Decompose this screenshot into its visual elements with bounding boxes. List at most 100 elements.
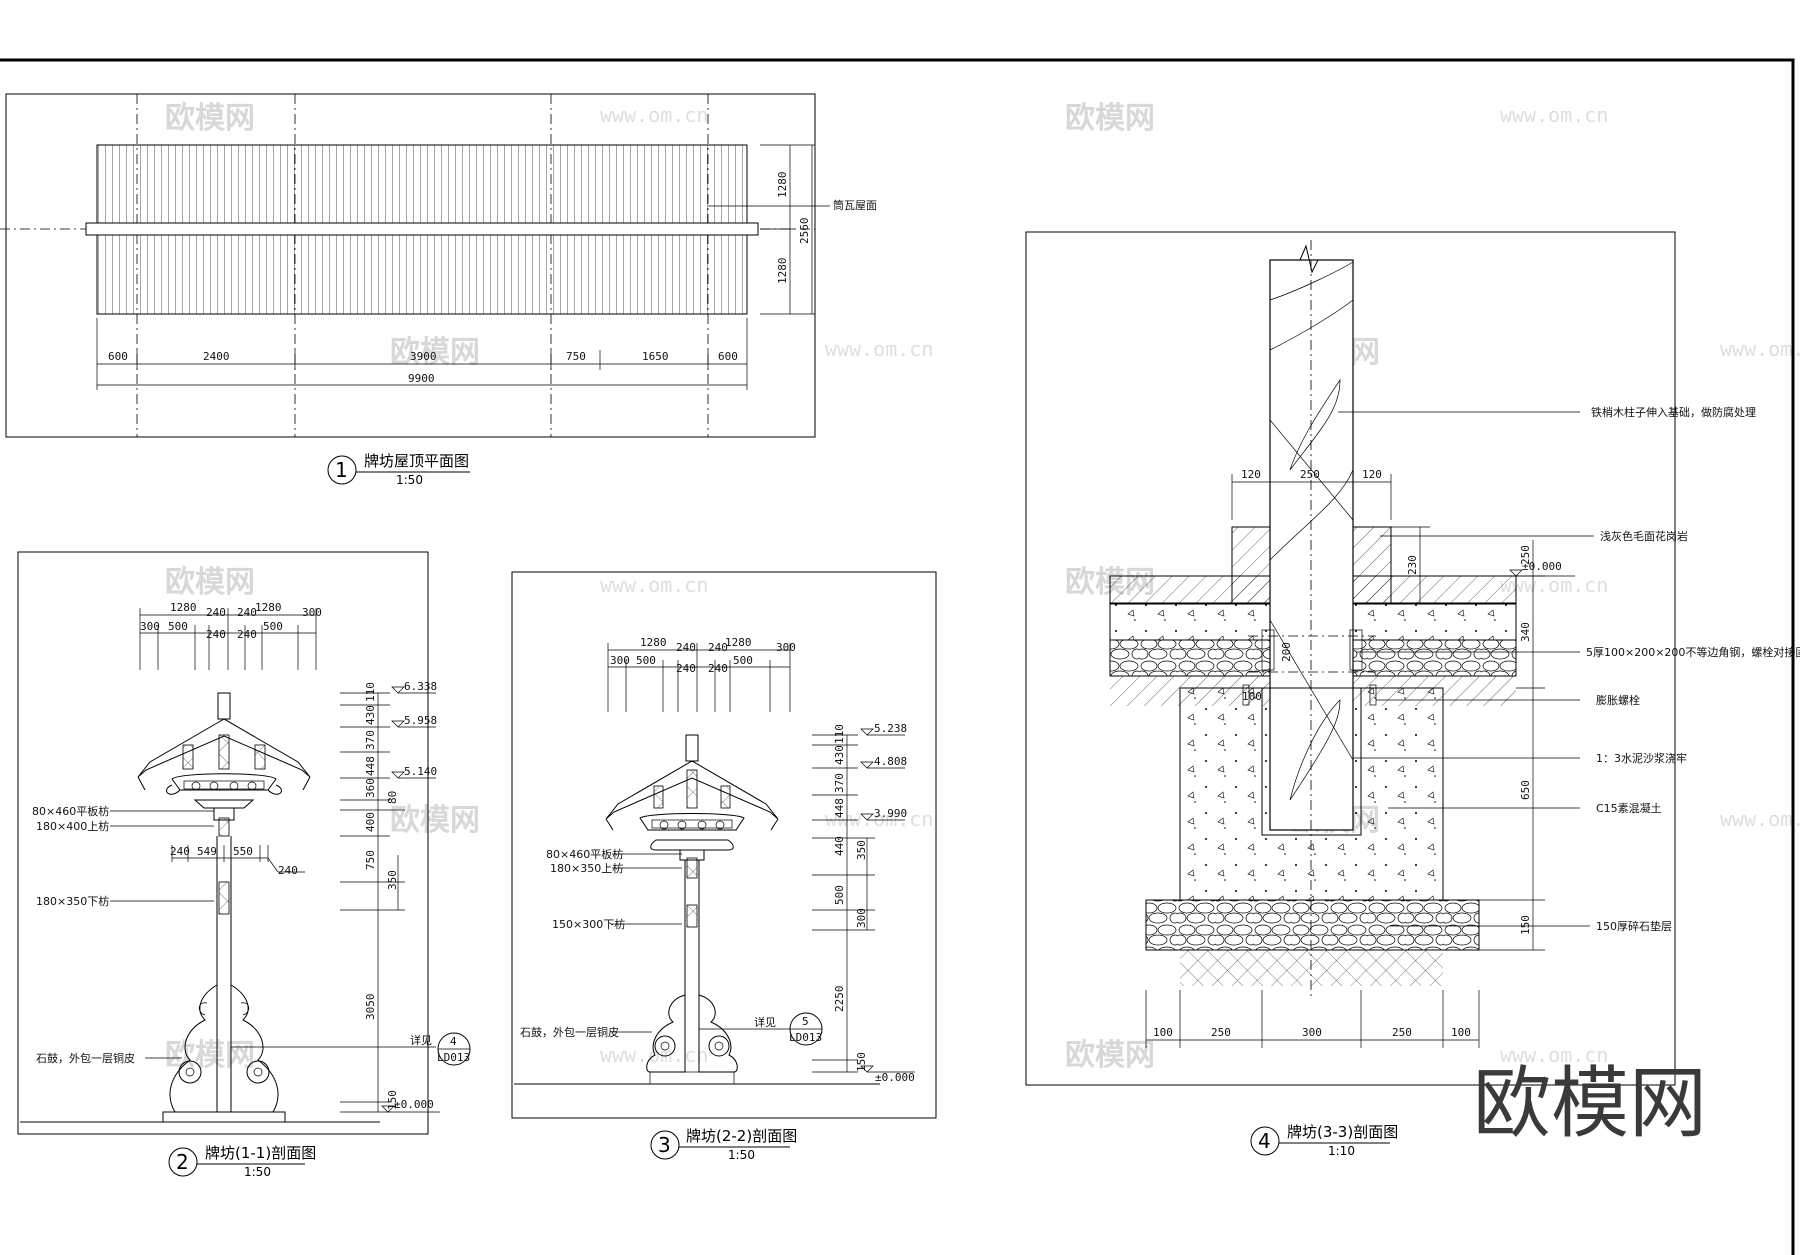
dim-text: 600 <box>108 350 128 363</box>
roof-ridge <box>85 222 759 236</box>
watermark-url: www.om.cn <box>825 337 933 361</box>
detail-ref-number: 5 <box>802 1015 809 1028</box>
level-mark: ±0.000 <box>1522 560 1562 573</box>
view-number-circle <box>168 1147 198 1177</box>
corner-watermark: 欧模网 <box>1473 1059 1707 1149</box>
dim-text: 1280 <box>725 636 752 649</box>
column-socket <box>1261 687 1362 836</box>
dim-text: 80 <box>386 791 399 804</box>
dim-text: 430 <box>364 705 377 725</box>
dim-text: 240 <box>170 845 190 858</box>
watermark-brand: 欧模网 <box>1065 101 1155 136</box>
view-scale: 1:10 <box>1328 1144 1355 1158</box>
callout-label: 膨胀螺栓 <box>1596 693 1640 707</box>
dim-text: 350 <box>386 870 399 890</box>
dim-text: 240 <box>278 864 298 877</box>
dim-text: 350 <box>855 840 868 860</box>
dim-text: 750 <box>566 350 586 363</box>
compacted-soil <box>1180 950 1443 986</box>
dim-text: 100 <box>1451 1026 1471 1039</box>
dim-text: 240 <box>676 662 696 675</box>
dim-text: 400 <box>364 812 377 832</box>
dim-text: 240 <box>206 628 226 641</box>
level-mark: 3.990 <box>874 807 907 820</box>
callout-label: 1：3水泥沙浆浇牢 <box>1596 751 1687 765</box>
detail-ref-label: 详见 <box>754 1015 776 1029</box>
label: 石鼓，外包一层铜皮 <box>36 1051 135 1065</box>
dim-text: 300 <box>1302 1026 1322 1039</box>
watermark-brand: 欧模网 <box>165 565 255 600</box>
dim-text: 240 <box>676 641 696 654</box>
dim-text: 240 <box>237 606 257 619</box>
dim-text: 120 <box>1241 468 1261 481</box>
view-number: 1 <box>335 458 348 482</box>
dim-text: 300 <box>776 641 796 654</box>
callout-label: 5厚100×200×200不等边角钢，螺栓对接固定 <box>1586 645 1800 659</box>
view-number: 4 <box>1258 1129 1271 1153</box>
granite-block-left <box>1231 526 1271 605</box>
callout-label: C15素混凝土 <box>1596 801 1662 815</box>
dim-text: 549 <box>197 845 217 858</box>
dim-text: 1280 <box>255 601 282 614</box>
detail-ref-sheet: LD013 <box>789 1031 822 1044</box>
level-mark: 4.808 <box>874 755 907 768</box>
dim-text: 2250 <box>833 986 846 1013</box>
view-number: 3 <box>658 1133 671 1157</box>
dim-text: 440 <box>833 836 846 856</box>
view-section-1-1: 1280 1280 300 500 240 240 240 240 500 30… <box>17 551 471 1179</box>
timber-column <box>1269 259 1354 831</box>
callout-label: 浅灰色毛面花岗岩 <box>1600 529 1688 543</box>
view-roof-plan: 筒瓦屋面 1280 1280 2560 600 2400 3900 750 16… <box>0 93 877 487</box>
level-mark: 5.238 <box>874 722 907 735</box>
view-title: 牌坊(2-2)剖面图 <box>686 1127 797 1145</box>
watermark-brand: 欧模网 <box>165 1038 255 1073</box>
view-number-circle <box>650 1130 680 1160</box>
label: 180×350下枋 <box>36 894 109 908</box>
dim-text: 3900 <box>410 350 437 363</box>
dim-text: 110 <box>833 724 846 744</box>
watermark-brand: 欧模网 <box>165 101 255 136</box>
dim-text: 500 <box>263 620 283 633</box>
dim-text: 750 <box>364 850 377 870</box>
dim-text: 2400 <box>203 350 230 363</box>
label: 180×350上枋 <box>550 861 623 875</box>
detail-ref-label: 详见 <box>410 1033 432 1047</box>
view4-frame <box>1025 231 1676 1086</box>
detail-ref-number: 4 <box>450 1035 457 1048</box>
dim-text: 200 <box>1280 642 1293 662</box>
dim-text: 2560 <box>798 218 811 245</box>
dim-text: 240 <box>708 662 728 675</box>
level-mark: 5.140 <box>404 765 437 778</box>
level-mark: ±0.000 <box>394 1098 434 1111</box>
dim-ticks <box>96 318 748 390</box>
dim-text: 360 <box>364 778 377 798</box>
label: 80×460平板枋 <box>546 847 623 861</box>
watermark-brand: 欧模网 <box>390 803 480 838</box>
dim-text: 1280 <box>640 636 667 649</box>
roof-tiles-upper <box>96 144 748 224</box>
label: 150×300下枋 <box>552 917 625 931</box>
view-scale: 1:50 <box>728 1148 755 1162</box>
granite-block-right <box>1352 526 1392 605</box>
callout-label: 铁梢木柱子伸入基础，做防腐处理 <box>1591 405 1756 419</box>
dim-text: 370 <box>833 773 846 793</box>
dim-text: 3050 <box>364 994 377 1021</box>
dim-text: 110 <box>364 682 377 702</box>
level-mark: ±0.000 <box>875 1071 915 1084</box>
dim-text: 150 <box>1519 915 1532 935</box>
dim-text: 500 <box>833 885 846 905</box>
dim-text: 120 <box>1362 468 1382 481</box>
watermark-url: www.om.cn <box>1500 103 1608 127</box>
dim-text: 1280 <box>170 601 197 614</box>
view1-frame <box>5 93 816 438</box>
dim-text: 550 <box>233 845 253 858</box>
view-number-circle <box>327 455 357 485</box>
dim-text: 300 <box>855 908 868 928</box>
dim-text: 430 <box>833 745 846 765</box>
dim-text: 370 <box>364 730 377 750</box>
dim-text: 500 <box>733 654 753 667</box>
dim-text: 250 <box>1392 1026 1412 1039</box>
gravel-base <box>1145 899 1480 951</box>
roof-tiles-lower <box>96 234 748 315</box>
